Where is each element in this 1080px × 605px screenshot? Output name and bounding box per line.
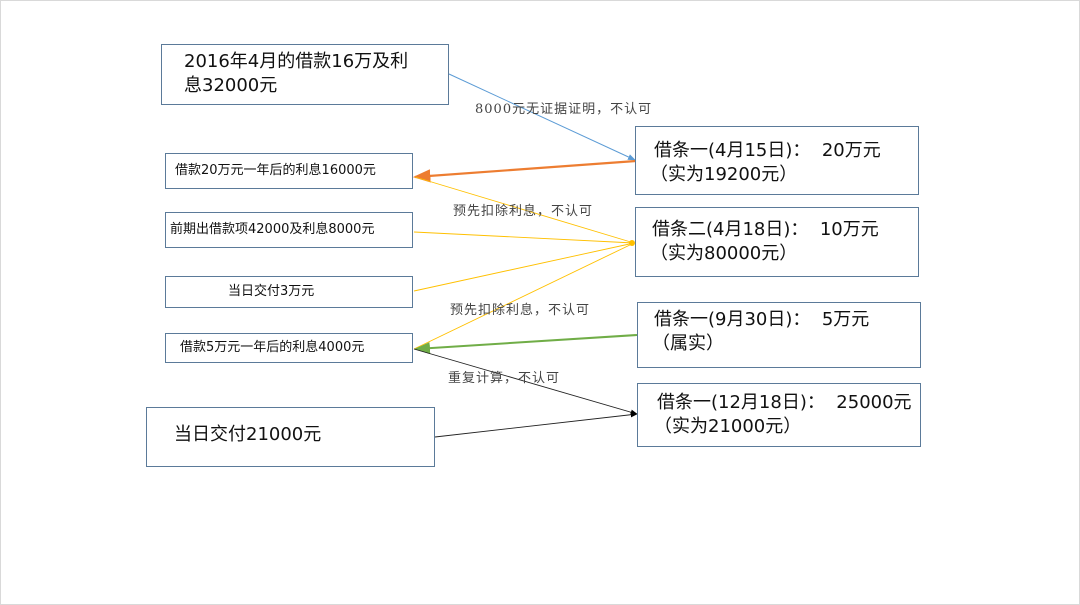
node-text-line-2: 息32000元 xyxy=(184,75,278,96)
node-same-day-3wan: 当日交付3万元 xyxy=(165,276,413,308)
node-loan-2016-04: 2016年4月的借款16万及利 息32000元 xyxy=(161,44,449,105)
node-text-line-2: （属实） xyxy=(652,333,724,354)
edge-label-prededucted-interest-1: 预先扣除利息，不认可 xyxy=(453,204,594,219)
node-text-line-2: （实为80000元） xyxy=(650,243,798,264)
node-text: 当日交付3万元 xyxy=(228,284,315,299)
node-text-line-1: 借条一(9月30日)： 5万元 xyxy=(654,309,870,330)
edge-label-duplicate-count: 重复计算，不认可 xyxy=(448,371,561,386)
node-text: 当日交付21000元 xyxy=(174,424,322,445)
edge-interest-20wan-to-iou-0418 xyxy=(414,176,635,244)
node-iou-0415: 借条一(4月15日)： 20万元 （实为19200元） xyxy=(635,126,919,195)
node-iou-0930: 借条一(9月30日)： 5万元 （属实） xyxy=(637,302,921,368)
edge-same-day-21000-to-iou-1218 xyxy=(434,412,638,438)
edge-iou-0415-to-interest-20wan xyxy=(412,159,637,183)
node-iou-0418: 借条二(4月18日)： 10万元 （实为80000元） xyxy=(635,207,919,277)
node-text-line-1: 借条一(12月18日)： 25000元 xyxy=(657,392,912,413)
edge-loan-to-iou-0415 xyxy=(448,73,636,161)
node-text: 前期出借款项42000及利息8000元 xyxy=(170,222,375,237)
edge-interest-5wan-to-iou-0418 xyxy=(413,242,635,350)
node-text-line-1: 2016年4月的借款16万及利 xyxy=(184,51,409,72)
node-interest-5wan: 借款5万元一年后的利息4000元 xyxy=(165,333,413,363)
edge-interest-5wan-to-iou-1218 xyxy=(413,348,638,415)
node-text-line-2: （实为21000元） xyxy=(654,416,802,437)
edge-iou-0930-to-interest-5wan xyxy=(414,334,638,355)
node-iou-1218: 借条一(12月18日)： 25000元 （实为21000元） xyxy=(637,383,921,447)
edge-label-no-evidence: 8000元无证据证明，不认可 xyxy=(475,102,653,117)
edge-label-prededucted-interest-2: 预先扣除利息，不认可 xyxy=(450,303,591,318)
yellow-junction-dot xyxy=(629,240,635,246)
node-prior-loan: 前期出借款项42000及利息8000元 xyxy=(165,212,413,248)
node-text-line-1: 借条一(4月15日)： 20万元 xyxy=(654,140,881,161)
edge-prior-loan-to-iou-0418 xyxy=(413,231,635,244)
node-text-line-1: 借条二(4月18日)： 10万元 xyxy=(652,219,879,240)
node-interest-20wan: 借款20万元一年后的利息16000元 xyxy=(165,153,413,189)
node-text: 借款5万元一年后的利息4000元 xyxy=(180,340,365,355)
node-same-day-21000: 当日交付21000元 xyxy=(146,407,435,467)
node-text-line-2: （实为19200元） xyxy=(650,164,798,185)
node-text: 借款20万元一年后的利息16000元 xyxy=(175,163,376,178)
edge-same-day-3wan-to-iou-0418 xyxy=(413,242,635,292)
